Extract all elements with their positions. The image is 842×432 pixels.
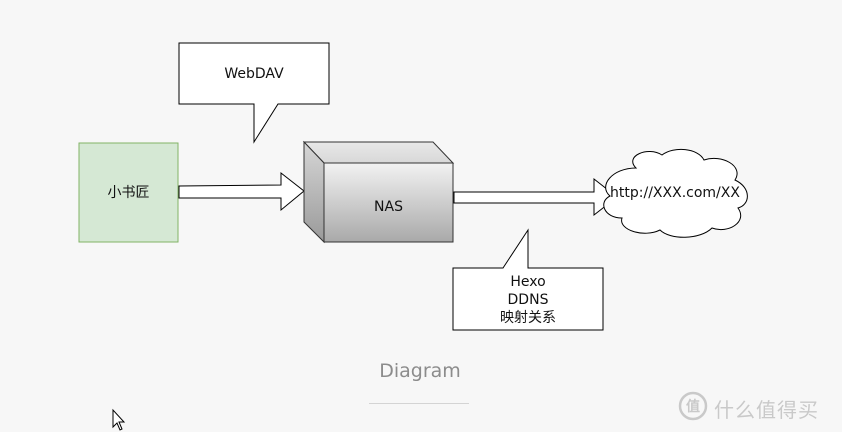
nas-label: NAS bbox=[374, 199, 403, 215]
source-label: 小书匠 bbox=[107, 185, 150, 201]
ddns-label: DDNS bbox=[507, 292, 549, 308]
callout-webdav bbox=[178, 42, 330, 144]
caption-divider bbox=[369, 403, 469, 404]
cloud-label: http://XXX.com/XX bbox=[610, 185, 740, 201]
diagram-caption: Diagram bbox=[379, 360, 461, 382]
webdav-label: WebDAV bbox=[224, 66, 284, 82]
mouse-cursor-icon bbox=[112, 408, 126, 431]
svg-text:值: 值 bbox=[686, 398, 700, 415]
hexo-label: Hexo bbox=[510, 274, 546, 290]
watermark: 值 什么值得买 bbox=[676, 391, 836, 422]
arrow-source-to-nas bbox=[178, 171, 305, 212]
callout-hexo bbox=[452, 228, 604, 331]
zhi-logo-icon: 值 bbox=[678, 391, 708, 421]
source-node bbox=[78, 142, 179, 243]
cloud-node bbox=[603, 148, 748, 238]
bottom-callout-text: Hexo DDNS 映射关系 bbox=[453, 273, 603, 327]
watermark-text: 什么值得买 bbox=[714, 398, 819, 422]
arrow-nas-to-cloud bbox=[453, 177, 618, 217]
mapping-label: 映射关系 bbox=[500, 310, 556, 326]
nas-cube bbox=[302, 140, 455, 244]
